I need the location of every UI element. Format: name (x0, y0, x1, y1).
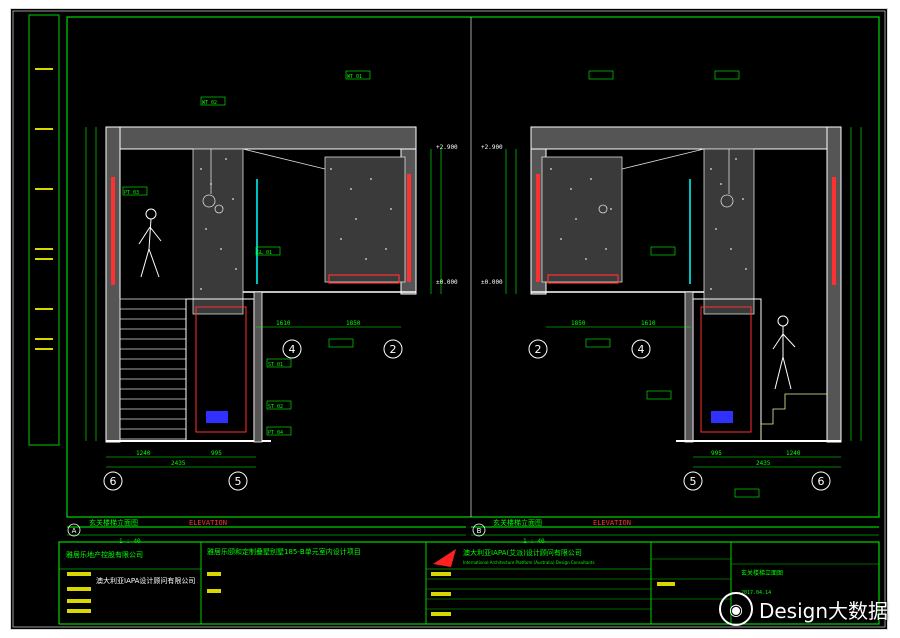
stairs-r (760, 393, 827, 441)
stone-column (192, 148, 244, 315)
cad-drawing-sheet: 6 5 4 2 1240 995 2435 1610 1850 +2.900 ±… (10, 8, 888, 630)
sheet-border (12, 10, 886, 628)
pendant-light (202, 149, 224, 214)
axis-r-2: 2 (535, 343, 542, 356)
designer-name: 澳大利亚IAPA设计顾问有限公司 (96, 576, 195, 585)
dim-r-995: 995 (711, 450, 722, 457)
drawing-date: 2017.04.14 (741, 590, 771, 596)
axis-r-4: 4 (638, 343, 645, 356)
axis-bubbles-right (528, 339, 831, 491)
lower-wall-r (684, 291, 694, 443)
dim-995: 995 (211, 450, 222, 457)
dim-r-1610: 1610 (641, 320, 656, 327)
title-block: 雅居乐地产控股有限公司 雅居乐颐和定制叠墅别墅185-B单元室内设计项目 澳大利… (58, 541, 880, 625)
red-strip-r (832, 177, 836, 285)
ceiling-slope-r (621, 148, 705, 170)
dim-r-2435: 2435 (756, 460, 771, 467)
dim-1850: 1850 (346, 320, 361, 327)
stone-texture (200, 158, 392, 290)
dim-r-1850: 1850 (571, 320, 586, 327)
dim-1240: 1240 (136, 450, 151, 457)
tag-st02: ST 02 (268, 404, 283, 410)
lower-wall (253, 291, 263, 443)
stone-panel-r (541, 156, 623, 283)
red-strip (111, 177, 115, 285)
left-elevation: 6 5 4 2 1240 995 2435 1610 1850 +2.900 ±… (85, 70, 458, 491)
dim-1610: 1610 (276, 320, 291, 327)
door-frame (195, 306, 247, 433)
view-title-left: A 玄关楼梯立面图 ELEVATION 1 : 40 (67, 518, 466, 545)
wechat-icon: ◉ (718, 592, 753, 626)
axis-r-6: 6 (818, 475, 825, 488)
margin-strip (28, 14, 60, 446)
red-strip-2 (407, 174, 411, 282)
margin-marks (35, 68, 53, 350)
drawing-frame (66, 16, 880, 518)
project-name: 雅居乐颐和定制叠墅别墅185-B单元室内设计项目 (207, 547, 361, 556)
ceiling-slab (105, 126, 417, 150)
tag-boxes (122, 70, 371, 436)
axis-5: 5 (235, 475, 242, 488)
axis-bubbles-left (103, 339, 403, 491)
view-letter-left: A (72, 527, 77, 535)
tag-pt03: PT 03 (124, 190, 139, 196)
person-figure (138, 208, 162, 278)
view-letter-right: B (477, 527, 482, 535)
firm-name-en: International Architecture Platform (Aus… (463, 560, 595, 565)
stone-texture-r (550, 158, 747, 290)
blue-sign-r (711, 411, 733, 423)
watermark: ◉ Design大数据 (718, 592, 888, 626)
right-elevation: 2 4 5 6 995 1240 2435 1850 1610 +2.900 ±… (481, 70, 862, 498)
dimension-lines (85, 127, 442, 468)
axis-2: 2 (390, 343, 397, 356)
staircase (119, 298, 187, 440)
cad-canvas[interactable]: 6 5 4 2 1240 995 2435 1610 1850 +2.900 ±… (11, 9, 888, 630)
level-2900: +2.900 (436, 144, 458, 151)
pendant-light-r (598, 149, 734, 214)
view-title-right: B 玄关楼梯立面图 ELEVATION 1 : 40 (471, 518, 879, 545)
axis-4: 4 (289, 343, 296, 356)
view-title-right-text: 玄关楼梯立面图 (493, 518, 542, 527)
tag-st01: ST 01 (268, 362, 283, 368)
view-subtitle-right: ELEVATION (593, 519, 631, 527)
door-frame-r (700, 306, 752, 433)
axis-6: 6 (110, 475, 117, 488)
tag-boxes-r (585, 70, 760, 498)
person-figure-r (772, 315, 796, 390)
ceiling-slope (242, 148, 326, 170)
watermark-text: Design大数据 (758, 598, 888, 623)
level-0000: ±0.000 (436, 279, 458, 286)
view-subtitle-left: ELEVATION (189, 519, 227, 527)
axis-r-5: 5 (690, 475, 697, 488)
red-strip-r2 (536, 174, 540, 282)
tag-wt02: WT 02 (202, 100, 217, 106)
firm-name-cn: 澳大利亚IAPA(艾派)设计顾问有限公司 (463, 548, 582, 557)
stone-panel (324, 156, 406, 283)
level-r-2900: +2.900 (481, 144, 503, 151)
level-r-0000: ±0.000 (481, 279, 503, 286)
firm-logo-icon (433, 549, 456, 567)
bench (328, 274, 400, 284)
drawing-name: 玄关楼梯立面图 (741, 569, 783, 577)
view-title-left-text: 玄关楼梯立面图 (89, 518, 138, 527)
tag-gl01: GL 01 (257, 250, 272, 256)
dim-r-1240: 1240 (786, 450, 801, 457)
dim-2435: 2435 (171, 460, 186, 467)
tag-wt01: WT 01 (347, 74, 362, 80)
dimension-lines-r (505, 127, 862, 468)
client-name: 雅居乐地产控股有限公司 (66, 550, 143, 559)
tag-pt04: PT 04 (268, 430, 283, 436)
title-block-yellow-marks (67, 572, 675, 616)
bench-r (547, 274, 619, 284)
blue-sign (206, 411, 228, 423)
ceiling-slab-r (530, 126, 842, 150)
